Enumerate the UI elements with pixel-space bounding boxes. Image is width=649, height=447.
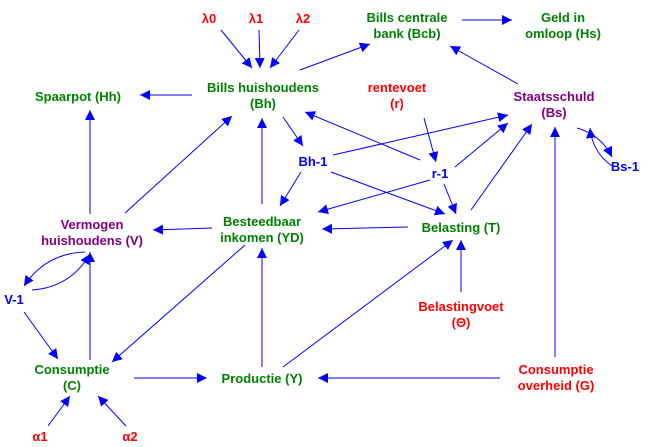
node-bs1: Bs-1 [611,159,639,174]
edge-bs-to-bcb [449,45,519,85]
node-c-line-1: (C) [63,378,81,393]
node-bh-line-0: Bills huishoudens [207,80,319,95]
node-theta: Belastingvoet(Θ) [418,299,504,330]
node-g-line-0: Consumptie [518,362,593,377]
node-theta-line-0: Belastingvoet [418,299,504,314]
node-lambda0-line-0: λ0 [202,11,216,26]
node-theta-line-1: (Θ) [452,315,471,330]
node-r-line-0: rentevoet [368,80,427,95]
node-bs-line-1: (Bs) [541,105,566,120]
node-r1-line-0: r-1 [432,166,449,181]
edge-bh1-to-bs [332,112,509,156]
node-v1: V-1 [4,292,24,307]
node-v-line-0: Vermogen [61,217,124,232]
edge-bh1-to-yd [279,171,302,207]
edge-bh-to-bh1 [282,116,304,147]
node-alpha1: α1 [32,429,47,444]
node-t-line-0: Belasting (T) [422,220,501,235]
edge-lambda1-to-bh [254,29,265,69]
node-y-line-0: Productie (Y) [222,371,303,386]
node-v-line-1: huishoudens (V) [41,233,143,248]
edge-lambda2-to-bh [269,29,300,69]
node-alpha2: α2 [122,429,137,444]
node-lambda1: λ1 [249,11,263,26]
edge-yd-to-c [111,244,246,363]
node-lambda2-line-0: λ2 [296,11,310,26]
edge-v-to-bh [124,115,233,214]
node-v1-line-0: V-1 [4,292,24,307]
edges-layer [23,15,613,427]
node-bs-line-0: Staatsschuld [514,89,595,104]
node-c: Consumptie(C) [34,362,109,393]
node-c-line-0: Consumptie [34,362,109,377]
edge-alpha1-to-c [47,395,71,427]
node-r: rentevoet(r) [368,80,427,111]
node-bs: Staatsschuld(Bs) [514,89,595,120]
node-bh1: Bh-1 [299,154,328,169]
node-yd-line-1: inkomen (YD) [220,230,304,245]
node-alpha1-line-0: α1 [32,429,47,444]
node-hs-line-0: Geld in [541,10,585,25]
node-bh: Bills huishoudens(Bh) [207,80,319,111]
edge-t-to-yd [321,223,409,234]
edge-alpha2-to-c [97,395,127,427]
node-yd-line-0: Besteedbaar [223,214,301,229]
node-r1: r-1 [432,166,449,181]
edge-r-to-r1 [423,117,439,163]
node-t: Belasting (T) [422,220,501,235]
edge-lambda0-to-bh [220,29,253,69]
edge-bh-to-bcb [299,42,371,71]
edge-r1-to-t [443,183,457,215]
edge-v-to-v1 [23,251,86,287]
node-lambda2: λ2 [296,11,310,26]
node-bcb-line-0: Bills centrale [367,10,448,25]
edge-t-to-bs [470,123,533,211]
node-lambda1-line-0: λ1 [249,11,263,26]
node-y: Productie (Y) [222,371,303,386]
edge-bs-to-bs1 [576,127,613,158]
node-alpha2-line-0: α2 [122,429,137,444]
node-lambda0: λ0 [202,11,216,26]
node-r-line-1: (r) [390,96,404,111]
node-bs1-line-0: Bs-1 [611,159,639,174]
edge-yd-to-v [152,224,213,235]
node-hs-line-1: omloop (Hs) [525,26,601,41]
edge-v1-to-c [23,311,59,360]
edge-r1-to-bs [454,122,509,168]
edge-bs1-to-bs [586,127,613,167]
edge-y-to-t [282,239,454,368]
edge-bh1-to-t [330,171,446,216]
edge-r1-to-bh [304,111,421,161]
node-g-line-1: overheid (G) [518,378,595,393]
node-bcb-line-1: bank (Bcb) [373,26,440,41]
edge-r1-to-yd [317,179,431,215]
node-hh-line-0: Spaarpot (Hh) [35,89,121,104]
node-bh-line-1: (Bh) [250,96,276,111]
node-hh: Spaarpot (Hh) [35,89,121,104]
edge-v1-to-v [31,253,91,291]
node-bh1-line-0: Bh-1 [299,154,328,169]
